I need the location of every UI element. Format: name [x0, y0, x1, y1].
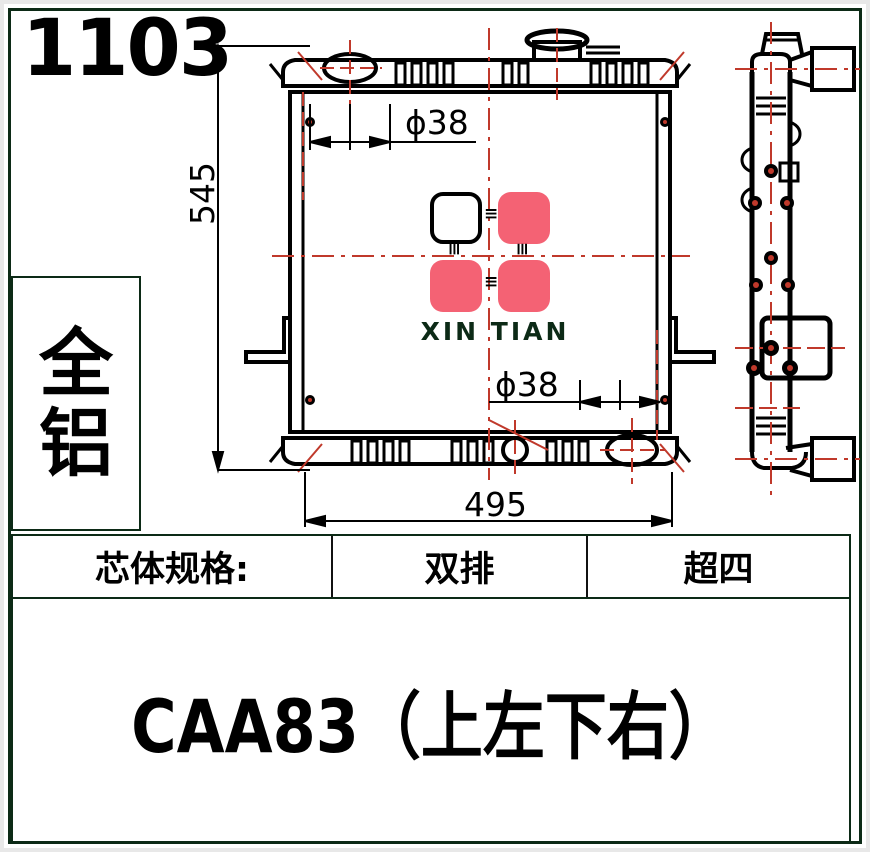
- dimension-height-label: 545: [183, 162, 222, 225]
- logo-connector-right: ≡: [512, 241, 533, 257]
- drawing-number: 1103: [22, 4, 233, 94]
- dimension-width-label: 495: [464, 485, 527, 524]
- logo-connector-bottom: ≡: [484, 272, 499, 292]
- material-badge: 全 铝: [11, 276, 141, 531]
- logo-tile-bottom-right: [498, 260, 550, 312]
- logo-tile-top-left: [430, 192, 482, 244]
- material-badge-char-1: 全: [39, 320, 113, 407]
- logo-tile-bottom-left: [430, 260, 482, 312]
- logo-brand-text: XIN TIAN: [420, 317, 570, 346]
- spec-value-fins: 超四: [683, 550, 754, 590]
- spec-table: 芯体规格: 双排 超四: [11, 534, 851, 599]
- logo-connector-left: ≡: [444, 241, 465, 257]
- logo-connector-top: ≡: [484, 204, 499, 224]
- brand-logo: ≡ ≡ ≡ ≡ XIN TIAN: [421, 192, 566, 364]
- spec-label-core: 芯体规格:: [13, 536, 333, 597]
- dimension-outlet-diameter-label: ϕ38: [495, 365, 559, 404]
- dimension-inlet-diameter-label: ϕ38: [405, 103, 469, 142]
- spec-value-rows: 双排: [333, 536, 588, 597]
- material-badge-char-2: 铝: [39, 400, 113, 487]
- logo-tile-top-right: [498, 192, 550, 244]
- model-code: CAA83（上左下右）: [131, 683, 731, 770]
- model-code-box: CAA83（上左下右）: [11, 599, 851, 843]
